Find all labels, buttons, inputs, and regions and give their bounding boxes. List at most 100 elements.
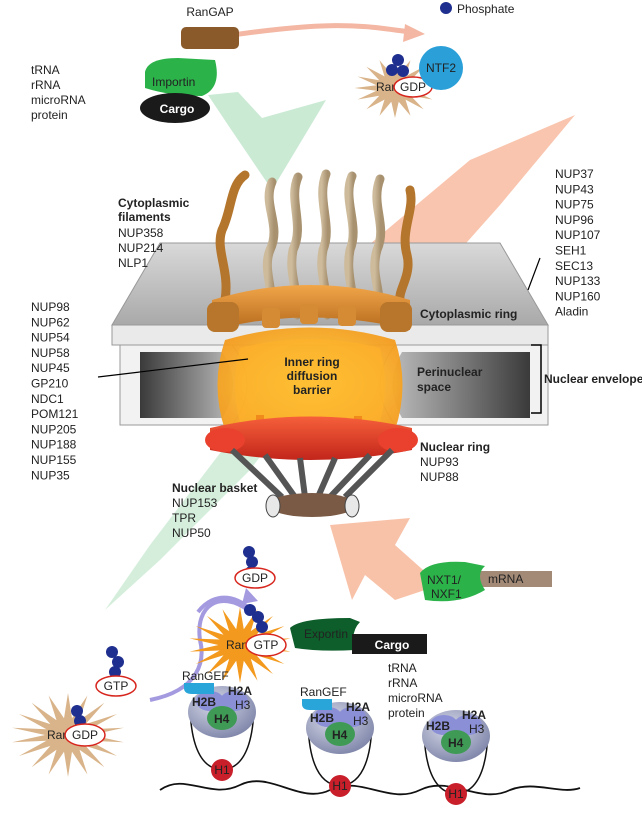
- gdp-label-bottom: GDP: [72, 728, 98, 742]
- cytoplasmic-ring-nup-item: SEH1: [555, 244, 587, 258]
- svg-text:Inner ring: Inner ring: [284, 355, 339, 369]
- ran-label: Ran: [376, 80, 398, 94]
- h3-label: H3: [353, 714, 369, 728]
- svg-text:diffusion: diffusion: [287, 369, 338, 383]
- svg-text:barrier: barrier: [293, 383, 331, 397]
- h1-linker: [445, 783, 467, 805]
- cytoplasmic-ring-nup-item: NUP37: [555, 167, 594, 181]
- inner-ring-nup-item: NUP62: [31, 315, 70, 329]
- phosphate-label: Phosphate: [457, 2, 515, 16]
- inner-ring-nup-item: NUP54: [31, 331, 70, 345]
- ran-gef: [184, 683, 214, 694]
- ran-gef-label: RanGEF: [300, 685, 347, 699]
- gtp-label-free: GTP: [104, 679, 129, 693]
- h1-label: H1: [214, 763, 230, 777]
- filament-nup-item: NUP214: [118, 241, 164, 255]
- svg-text:Nuclear ring: Nuclear ring: [420, 440, 490, 454]
- importin-cargo-complex: Importin Cargo: [140, 58, 217, 123]
- ran-label-mid: Ran: [226, 638, 248, 652]
- h2b-label: H2B: [310, 711, 334, 725]
- cytoplasmic-ring-nup-item: NUP160: [555, 289, 601, 303]
- nuclear-ring-nup-item: NUP93: [420, 455, 459, 469]
- nuclear-basket-nup-item: TPR: [172, 511, 196, 525]
- import-cargo-item: protein: [31, 108, 68, 122]
- h2b-label: H2B: [192, 695, 216, 709]
- chromatin-dna: [159, 780, 581, 796]
- phosphate-icon: [440, 2, 452, 14]
- inner-ring-label: Inner ring diffusion barrier: [284, 355, 339, 397]
- cargo-label-export: Cargo: [375, 638, 410, 652]
- import-cargo-item: rRNA: [31, 78, 60, 92]
- export-cargo-item: tRNA: [388, 661, 417, 675]
- inner-ring-nup-item: NDC1: [31, 392, 64, 406]
- inner-ring-nup-item: NUP58: [31, 346, 70, 360]
- h4-label: H4: [214, 712, 230, 726]
- inner-ring-nup-item: NUP188: [31, 438, 77, 452]
- nuclear-envelope-bracket: Nuclear envelope: [531, 344, 642, 414]
- export-cargo-item: protein: [388, 706, 425, 720]
- cargo-label-import: Cargo: [160, 102, 195, 116]
- perinuclear-space-label: Perinuclear space: [417, 365, 483, 394]
- importin-label: Importin: [152, 75, 195, 89]
- cytoplasmic-ring-nup-item: NUP43: [555, 182, 594, 196]
- nuclear-ring-nup-item: NUP88: [420, 470, 459, 484]
- svg-text:Nuclear basket: Nuclear basket: [172, 481, 257, 495]
- ran-gdp-cytoplasm: Ran GDP: [354, 54, 436, 118]
- h1-linker: [211, 759, 233, 781]
- cytoplasmic-filaments-title-1: Cytoplasmic: [118, 196, 190, 210]
- cytoplasmic-ring: [207, 285, 412, 332]
- import-cargo-item: microRNA: [31, 93, 86, 107]
- gtp-label-mid: GTP: [254, 638, 279, 652]
- ran-gef: [302, 699, 332, 710]
- inner-ring-nup-item: GP210: [31, 377, 69, 391]
- mrna-strand: [478, 571, 552, 587]
- gdp-label-free: GDP: [242, 571, 268, 585]
- inner-ring-nup-item: NUP35: [31, 468, 70, 482]
- h1-linker: [329, 775, 351, 797]
- h4-label: H4: [332, 728, 348, 742]
- inner-ring-nup-item: NUP155: [31, 453, 77, 467]
- filament-nup-item: NLP1: [118, 256, 148, 270]
- nuclear-basket: [229, 447, 395, 518]
- free-gdp: GDP: [234, 546, 276, 589]
- inner-ring-nup-item: NUP45: [31, 361, 70, 375]
- ntf2: NTF2: [419, 46, 463, 90]
- cytoplasmic-ring-nups: NUP37NUP43NUP75NUP96NUP107SEH1SEC13NUP13…: [555, 167, 601, 319]
- h3-label: H3: [235, 698, 251, 712]
- filament-nup-item: NUP358: [118, 226, 164, 240]
- export-arrow-lower: [330, 518, 440, 600]
- free-gtp: GTP: [95, 646, 137, 697]
- rangap: RanGAP: [181, 5, 239, 49]
- phosphate: Phosphate: [440, 2, 515, 16]
- rangap-label: RanGAP: [186, 5, 233, 19]
- import-cargo-item: tRNA: [31, 63, 60, 77]
- nuclear-basket-nup-item: NUP50: [172, 526, 211, 540]
- cytoplasmic-ring-leader: [527, 257, 541, 291]
- export-cargo-item: rRNA: [388, 676, 417, 690]
- nxt1-label-2: NXF1: [431, 587, 462, 601]
- mrna-export-complex: mRNA NXT1/ NXF1: [420, 561, 552, 602]
- h2a-label: H2A: [346, 700, 370, 714]
- ntf2-label: NTF2: [426, 61, 456, 75]
- inner-ring-nups: NUP98NUP62NUP54NUP58NUP45GP210NDC1POM121…: [31, 300, 79, 482]
- nuclear-envelope-right: [379, 344, 549, 426]
- h1-label: H1: [448, 787, 464, 801]
- ran-gtp-exportin-complex: Ran GTP Exportin Cargo: [189, 604, 427, 683]
- h3-label: H3: [469, 722, 485, 736]
- cytoplasmic-filaments-title-2: filaments: [118, 210, 171, 224]
- cytoplasmic-ring-nup-item: NUP133: [555, 274, 601, 288]
- cytoplasmic-ring-nup-item: Aladin: [555, 305, 588, 319]
- cytoplasmic-ring-nup-item: NUP96: [555, 213, 594, 227]
- exportin-label: Exportin: [304, 627, 348, 641]
- cytoplasmic-ring-label: Cytoplasmic ring: [420, 307, 517, 321]
